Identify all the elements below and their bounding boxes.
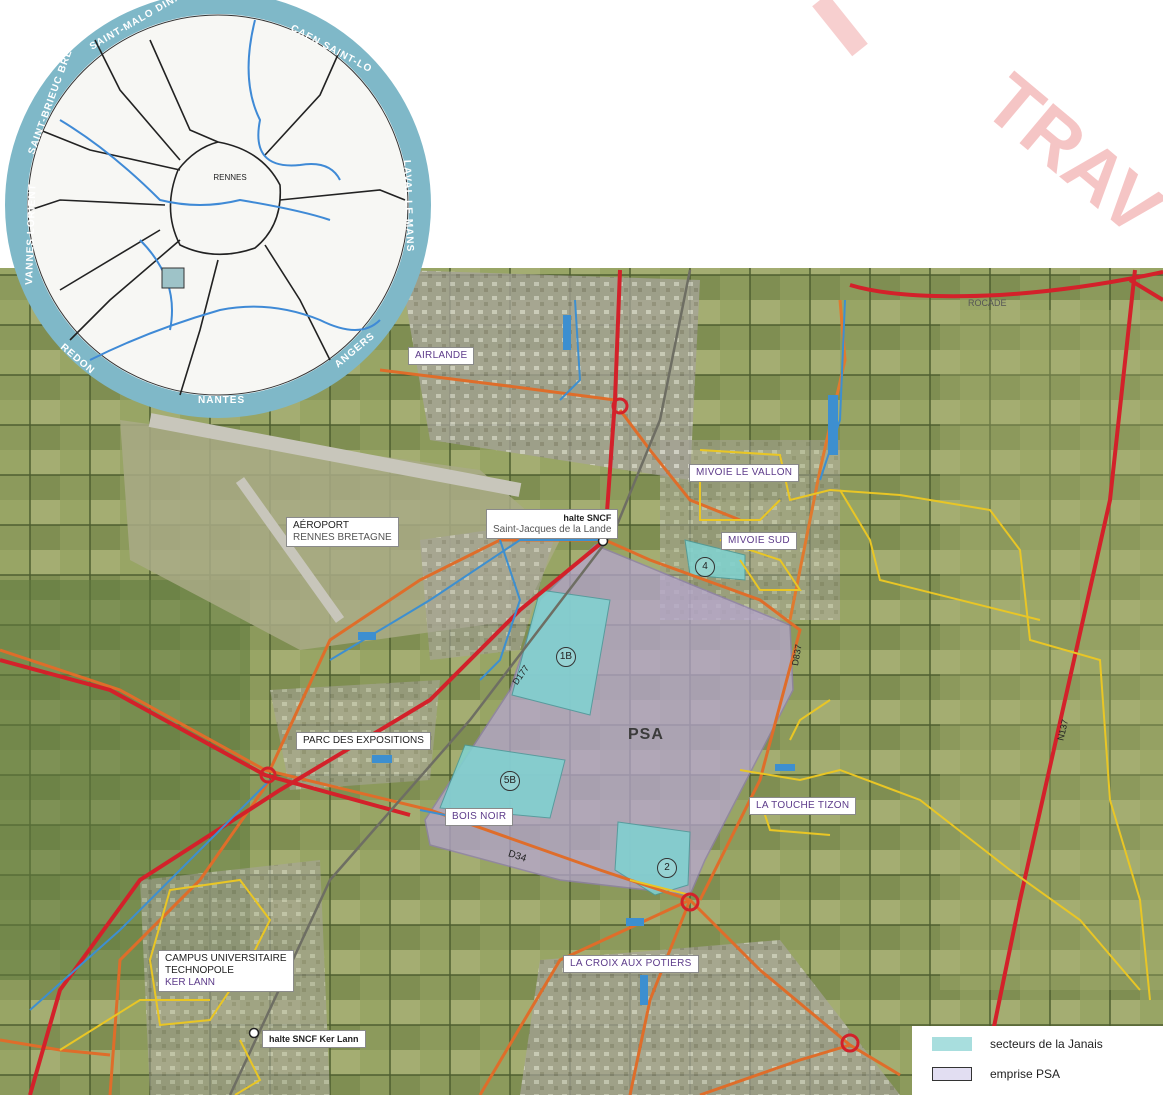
watermark-stroke (812, 0, 868, 57)
label-mivoie-vallon: MIVOIE LE VALLON (689, 464, 800, 482)
legend-swatch-psa (932, 1067, 972, 1081)
map-legend: secteurs de la Janais emprise PSA (912, 1026, 1163, 1095)
halte-ker-lann-marker (248, 1027, 260, 1039)
legend-label-sectors: secteurs de la Janais (990, 1037, 1103, 1051)
label-psa: PSA (628, 726, 664, 743)
railway (228, 269, 692, 1095)
inset-city-label: RENNES (213, 173, 246, 182)
sector-5b-marker: 5B (500, 771, 520, 791)
label-touche-tizon: LA TOUCHE TIZON (749, 797, 857, 815)
label-campus-line3: KER LANN (165, 977, 216, 988)
legend-row-sectors: secteurs de la Janais (932, 1034, 1103, 1054)
label-halte-sncf-line1: halte SNCF (563, 513, 612, 523)
ring-label-west: VANNES LORIENT (24, 183, 39, 285)
label-croix-potiers: LA CROIX AUX POTIERS (563, 955, 699, 973)
label-aeroport-line1: AÉROPORT (293, 520, 349, 531)
label-campus: CAMPUS UNIVERSITAIRE TECHNOPOLE KER LANN (158, 950, 294, 992)
label-airlande: AIRLANDE (408, 347, 475, 365)
label-bois-noir: BOIS NOIR (445, 808, 514, 826)
label-parc-expositions: PARC DES EXPOSITIONS (296, 732, 431, 750)
legend-row-psa: emprise PSA (932, 1064, 1060, 1084)
label-halte-ker-lann: halte SNCF Ker Lann (262, 1030, 366, 1048)
ring-label-east: LAVAL LE MANS (401, 160, 415, 253)
watermark-text: TRAV (969, 58, 1163, 253)
road-label-rocade: ROCADE (968, 298, 1007, 308)
label-campus-line1: CAMPUS UNIVERSITAIRE (165, 953, 287, 964)
legend-label-psa: emprise PSA (990, 1067, 1061, 1081)
inset-locator-map: RENNES (5, 0, 431, 418)
cycle-markers (358, 315, 838, 1005)
sector-2-marker: 2 (657, 858, 677, 878)
label-halte-sncf: halte SNCF Saint-Jacques de la Lande (486, 509, 619, 539)
label-campus-line2: TECHNOPOLE (165, 965, 234, 976)
ring-label-south: NANTES (198, 395, 245, 406)
label-halte-sncf-line2: Saint-Jacques de la Lande (493, 524, 612, 535)
legend-swatch-sectors (932, 1037, 972, 1051)
sector-1b-marker: 1B (556, 647, 576, 667)
label-aeroport: AÉROPORT RENNES BRETAGNE (286, 517, 399, 547)
highways (0, 269, 1163, 1095)
label-mivoie-sud: MIVOIE SUD (721, 532, 797, 550)
local-roads (59, 449, 1151, 1095)
label-aeroport-line2: RENNES BRETAGNE (293, 532, 392, 543)
roundabouts (259, 397, 860, 1053)
sector-4-marker: 4 (695, 557, 715, 577)
